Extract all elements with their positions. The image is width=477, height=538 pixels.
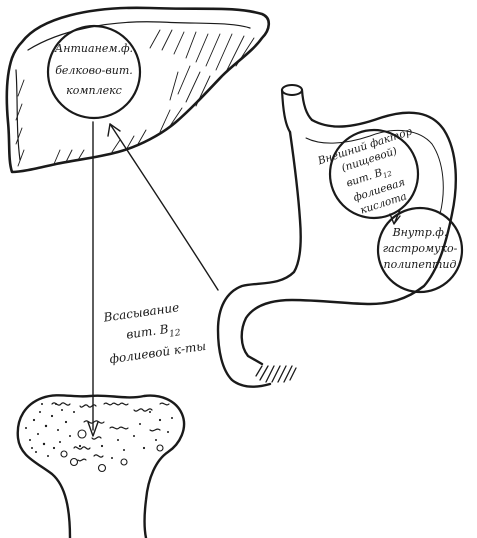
- circle-link-arrow: [389, 209, 401, 225]
- liver-circle-text-3: комплекс: [66, 84, 122, 97]
- marrow-squiggles: [51, 402, 170, 462]
- liver-circle-text-2: белково-вит.: [55, 64, 133, 77]
- liver-circle-text-1: Антианем.ф.: [54, 42, 133, 55]
- absorption-text-1: Всасывание: [102, 300, 180, 325]
- bone: [16, 394, 186, 538]
- pylorus-hatching: [255, 365, 297, 383]
- stomach: Внешний фактор (пищевой) вит. B12 фолиев…: [216, 84, 464, 388]
- intrinsic-factor-circle: [376, 206, 464, 294]
- extrinsic-factor-text: Внешний фактор (пищевой) вит. B12 фолиев…: [315, 125, 413, 216]
- esophagus-opening: [281, 84, 303, 96]
- marrow-loops: [60, 429, 164, 473]
- arrowhead-liver: [107, 123, 121, 137]
- intrinsic-text-1: Внутр.ф.: [392, 226, 448, 239]
- liver-outline: [5, 6, 271, 174]
- marrow-dots: [25, 403, 173, 459]
- absorption-text-3: фолиевой к-ты: [109, 339, 207, 366]
- liver-to-duodenum-line: [109, 123, 219, 291]
- stomach-inner-line: [305, 130, 444, 215]
- bone-outline: [16, 394, 186, 538]
- extrinsic-factor-circle: [328, 128, 420, 220]
- connector-lines: [87, 121, 219, 437]
- esophagus: [280, 88, 314, 134]
- liver-inner-contour: [15, 21, 251, 161]
- stomach-outline: [216, 111, 458, 388]
- liver-factor-circle: [46, 24, 142, 120]
- absorption-label: Всасывание вит. B12 фолиевой к-ты: [102, 300, 207, 366]
- intrinsic-text-2: гастромуко-: [383, 242, 458, 255]
- intrinsic-text-3: полипептид: [384, 258, 457, 271]
- absorption-text-2: вит. B12: [125, 320, 181, 345]
- liver: Антианем.ф. белково-вит. комплекс: [5, 6, 271, 174]
- liver-shading: [15, 29, 255, 167]
- arrowhead-marrow: [87, 421, 99, 437]
